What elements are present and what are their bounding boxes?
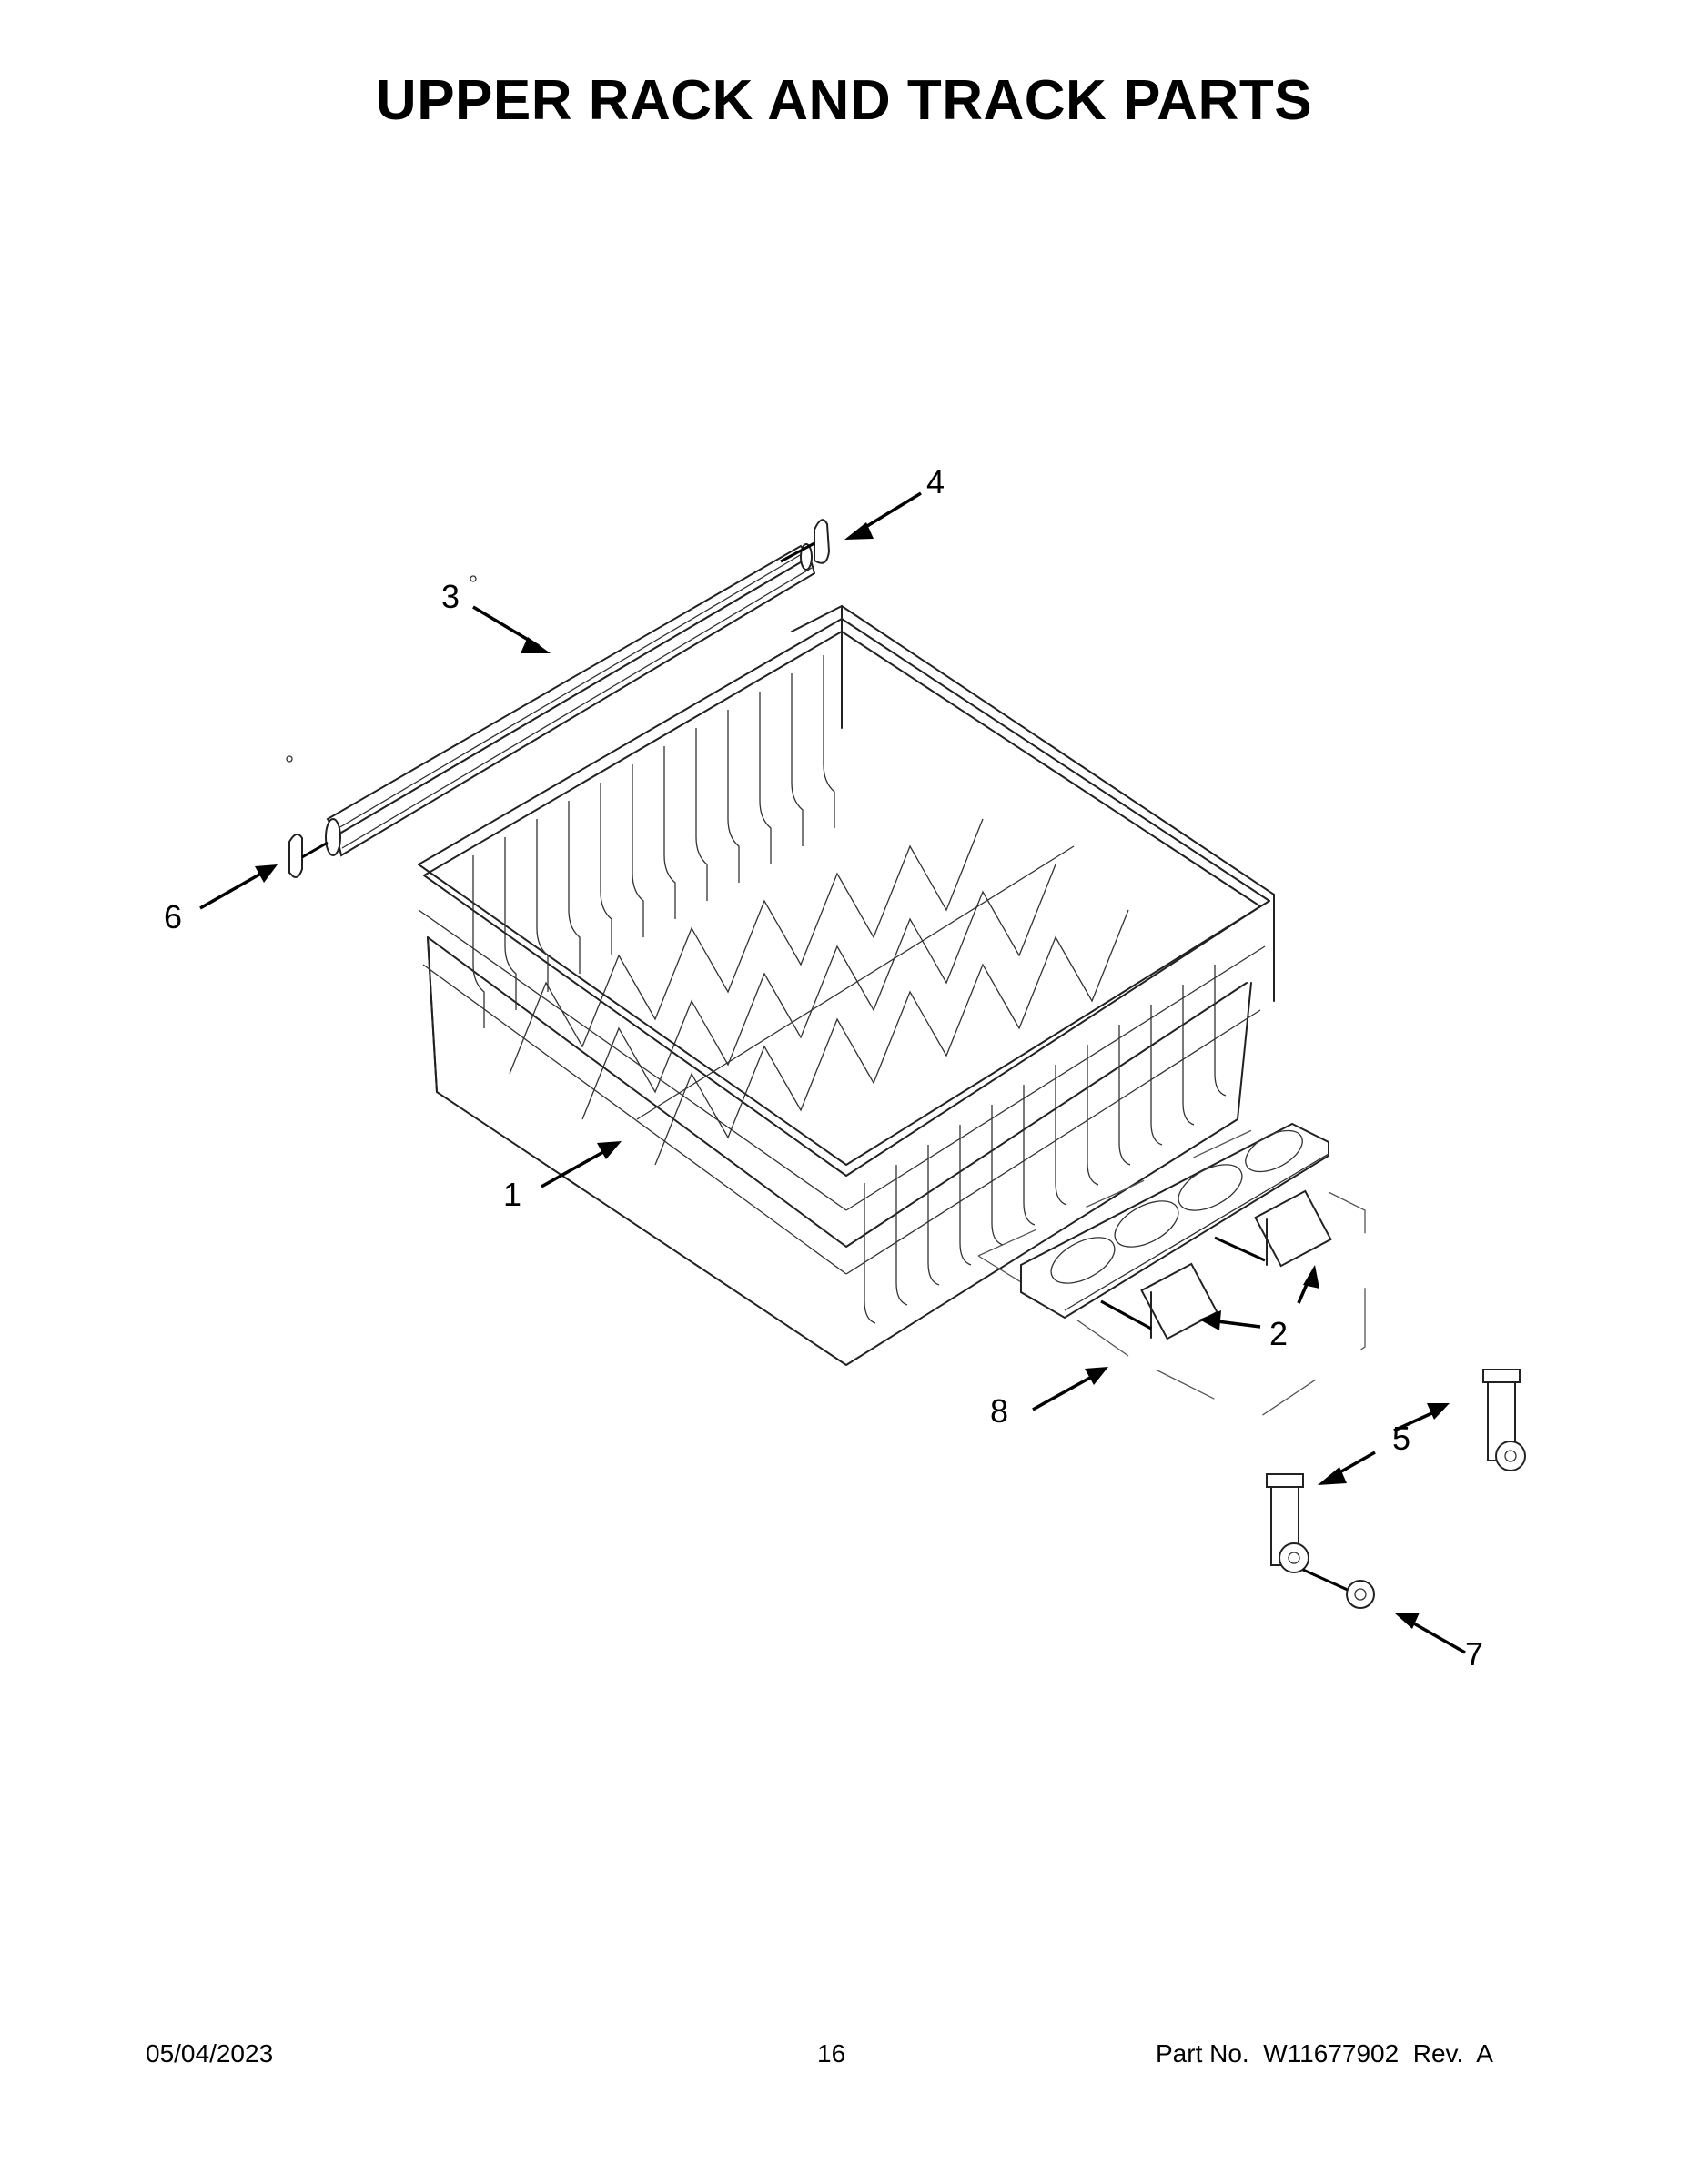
page-title: UPPER RACK AND TRACK PARTS [375, 69, 1313, 132]
footer-date: 05/04/2023 [146, 2039, 274, 2068]
callout-label-1: 1 [503, 1176, 522, 1213]
footer-part-number: Part No. W11677902 Rev. A [1156, 2039, 1493, 2068]
footer-page-number: 16 [817, 2039, 846, 2068]
callout-label-8: 8 [990, 1392, 1009, 1430]
callout-label-7: 7 [1465, 1635, 1484, 1673]
callout-label-2: 2 [1269, 1315, 1289, 1352]
upper-rack-illustration [418, 605, 1275, 1366]
callout-label-4: 4 [926, 463, 945, 500]
track-rail-illustration [286, 519, 831, 878]
callout-label-5: 5 [1392, 1420, 1411, 1457]
adjuster-wheel-illustration [1266, 1369, 1526, 1609]
tine-assembly-illustration [977, 1122, 1366, 1421]
callout-label-3: 3 [441, 578, 460, 615]
callout-label-6: 6 [164, 898, 183, 935]
callout-arrows [199, 491, 1466, 1654]
